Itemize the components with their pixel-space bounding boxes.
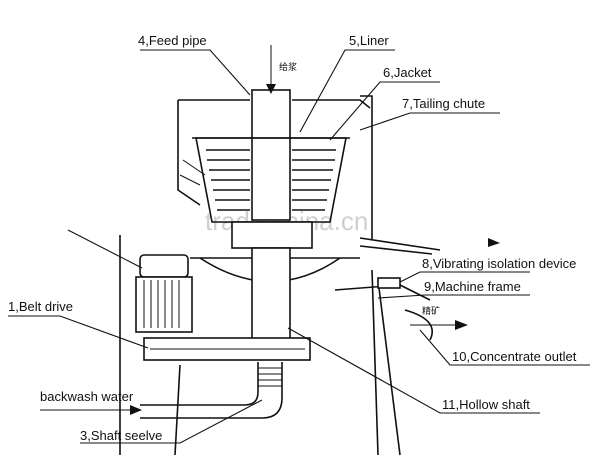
frame-right-leg (377, 279, 401, 456)
motor-cap (139, 254, 189, 278)
liner-rings-right (292, 149, 336, 211)
leader-lines (8, 49, 590, 444)
label-jacket: 6,Jacket (383, 65, 432, 80)
bowl-hub (231, 221, 313, 249)
leader-frame (377, 294, 530, 299)
vibration-isolator (377, 277, 401, 289)
leader-motor (67, 229, 143, 269)
leader-vibrating (399, 271, 530, 283)
leader-feed-pipe (140, 49, 251, 96)
housing-inner-line-2 (179, 174, 201, 186)
feed-pipe (251, 89, 291, 221)
leader-belt-drive (8, 315, 149, 349)
leader-shaft-sleeve (80, 399, 263, 444)
leader-liner (299, 49, 395, 133)
concentrate-arrow (455, 320, 468, 330)
backwash-pipe-lower (140, 362, 283, 419)
feed-arrow-head (266, 84, 276, 94)
feed-mark: 给浆 (279, 61, 297, 73)
housing-inner-line (182, 159, 206, 176)
machine-drawing (40, 45, 500, 456)
label-feed-pipe: 4,Feed pipe (138, 33, 207, 48)
tailing-discharge-bottom (359, 245, 433, 255)
label-vibrating-isolation: 8,Vibrating isolation device (422, 256, 576, 271)
leader-tailing-chute (359, 112, 500, 131)
label-hollow-shaft: 11,Hollow shaft (442, 397, 530, 412)
frame-right-inner (371, 269, 379, 456)
label-tailing-chute: 7,Tailing chute (402, 96, 485, 111)
tailing-discharge-top (359, 237, 441, 251)
leader-jacket (329, 81, 440, 141)
tailing-chute-wall (360, 95, 373, 240)
label-shaft-seelve: 3,Shaft seelve (80, 428, 162, 443)
concentrate-chute-curve (404, 309, 433, 341)
shaft-sleeve-threads (258, 367, 282, 387)
liner-rings-left (206, 149, 250, 211)
label-backwash-water: backwash water (40, 389, 134, 404)
backwash-pipe-upper (140, 362, 259, 406)
housing-top-right (292, 99, 371, 109)
frame-inner-left (174, 364, 181, 456)
motor-body (135, 276, 193, 333)
tailing-arrow (488, 238, 500, 247)
concentrate-mark: 精矿 (422, 305, 440, 317)
leader-hollow-shaft (287, 327, 540, 414)
leader-concentrate (419, 329, 590, 366)
housing-left-wall (177, 100, 201, 206)
backwash-arrow-head (130, 405, 142, 415)
label-concentrate-outlet: 10,Concentrate outlet (452, 349, 577, 364)
motor-fins (143, 280, 180, 328)
label-machine-frame: 9,Machine frame (424, 279, 521, 294)
label-belt-drive: 1,Belt drive (8, 299, 73, 314)
label-liner: 5,Liner (349, 33, 389, 48)
